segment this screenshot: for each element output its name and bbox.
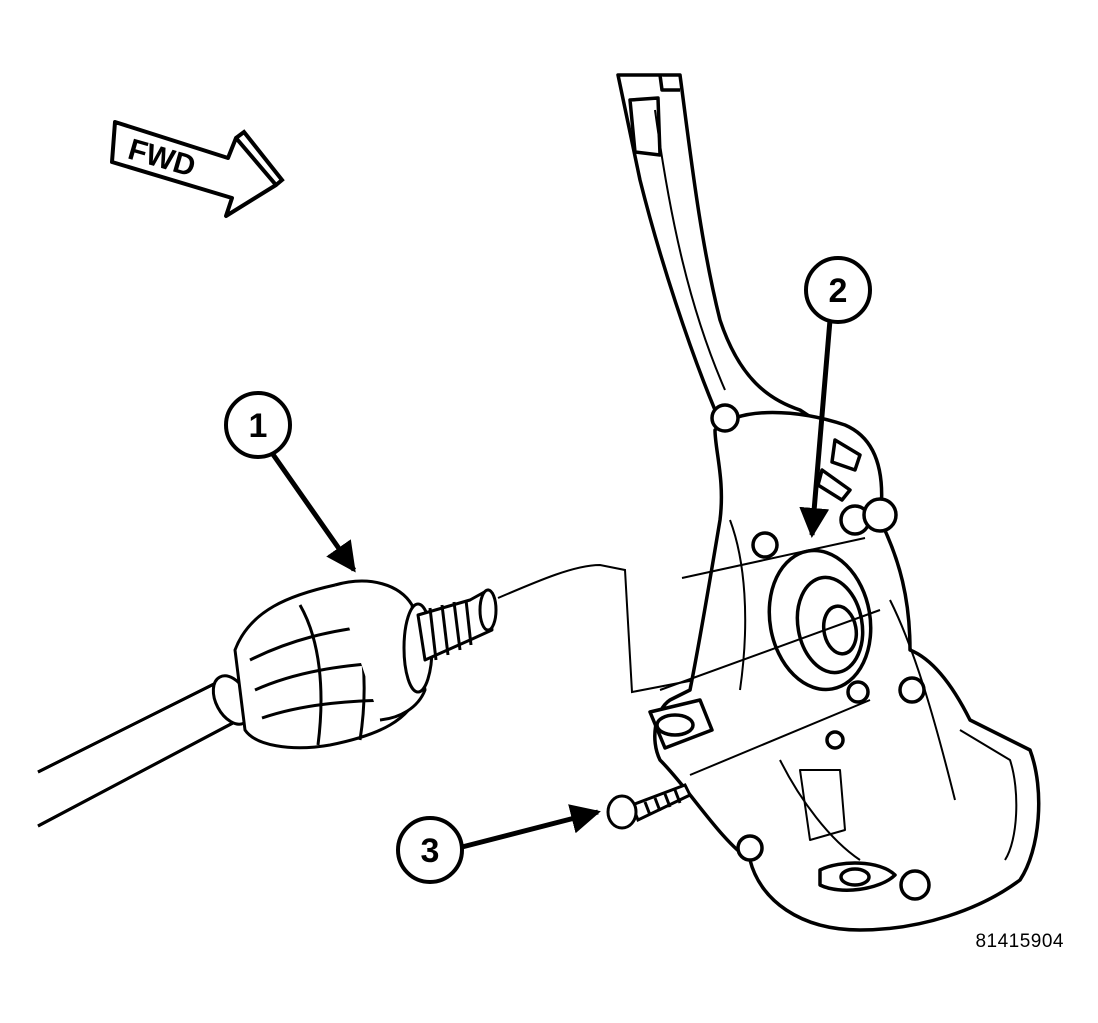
steering-knuckle xyxy=(616,73,1041,932)
callout-1-number: 1 xyxy=(249,407,268,445)
leader-lines xyxy=(269,319,833,850)
figure-number: 81415904 xyxy=(975,931,1064,952)
alignment-path xyxy=(497,563,706,694)
fwd-arrow: FWD xyxy=(110,120,285,218)
callout-2-number: 2 xyxy=(829,272,848,310)
callout-1: 1 xyxy=(224,391,292,459)
drive-shaft xyxy=(37,579,498,828)
bolt xyxy=(606,783,693,830)
callout-3-number: 3 xyxy=(421,832,440,870)
axis-lines xyxy=(659,537,881,776)
callout-2: 2 xyxy=(804,256,872,324)
callout-3: 3 xyxy=(396,816,464,884)
